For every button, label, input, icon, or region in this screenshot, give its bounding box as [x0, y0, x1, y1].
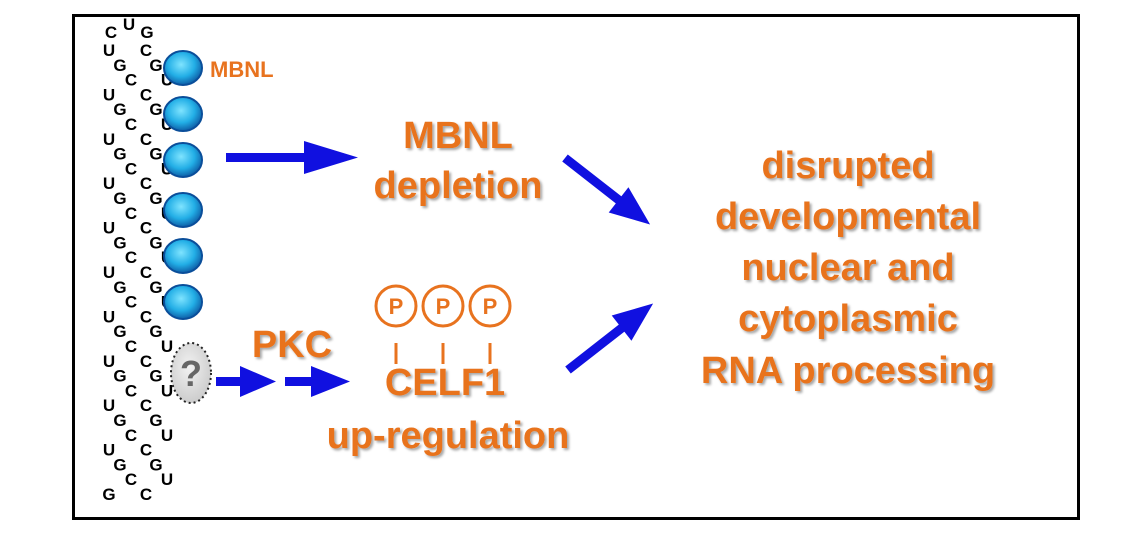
hairpin-left-nucleotide: G	[113, 455, 126, 474]
hairpin-right-nucleotide: G	[149, 189, 162, 208]
hairpin-right-nucleotide: C	[140, 263, 152, 282]
phosphate-3: P	[468, 284, 512, 364]
hairpin-left-nucleotide: C	[125, 204, 137, 223]
hairpin-right-nucleotide: C	[140, 174, 152, 193]
hairpin-left-nucleotide: G	[113, 278, 126, 297]
hairpin-right-nucleotide: U	[161, 426, 173, 445]
mbnl-beads	[163, 50, 203, 320]
mbnl-bead-4	[163, 192, 203, 228]
mbnl-label: MBNL	[210, 57, 274, 82]
hairpin-left-nucleotide: G	[113, 233, 126, 252]
hairpin-left-nucleotide: G	[113, 56, 126, 75]
figure-frame	[72, 14, 1080, 520]
hairpin-right-nucleotide: C	[140, 41, 152, 60]
hairpin-left-nucleotide: C	[125, 293, 137, 312]
celf1-upregulation-label: up-regulation	[327, 415, 570, 457]
hairpin-right-nucleotide: C	[140, 485, 152, 504]
hairpin-left-nucleotide: U	[103, 85, 115, 104]
celf1-label: CELF1	[385, 362, 505, 404]
hairpin-left-nucleotide: U	[103, 41, 115, 60]
arrow-to-mbnl-depletion	[226, 141, 358, 174]
hairpin-right-nucleotide: G	[149, 322, 162, 341]
hairpin-right-nucleotide: C	[140, 441, 152, 460]
outcome-line-4: cytoplasmic	[738, 298, 958, 340]
hairpin-right-nucleotide: G	[149, 411, 162, 430]
hairpin-left-nucleotide: U	[103, 174, 115, 193]
hairpin-left-nucleotide: U	[103, 441, 115, 460]
phosphate-label-3: P	[483, 294, 498, 319]
hairpin-right-nucleotide: U	[161, 470, 173, 489]
phosphate-label-2: P	[436, 294, 451, 319]
mbnl-bead-3	[163, 142, 203, 178]
outcome-line-3: nuclear and	[741, 247, 954, 289]
unknown-factor-label: ?	[180, 353, 202, 394]
phosphate-2: P	[421, 284, 465, 364]
outcome-line-5: RNA processing	[701, 350, 995, 392]
pkc-label: PKC	[252, 324, 332, 366]
arrow-pkc-to-celf1	[285, 366, 350, 397]
hairpin-right-nucleotide: C	[140, 85, 152, 104]
mbnl-depletion-line2: depletion	[374, 165, 543, 207]
hairpin-right-nucleotide: C	[140, 352, 152, 371]
hairpin-left-nucleotide: C	[125, 381, 137, 400]
arrow-unknown-to-pkc	[216, 366, 276, 397]
phosphate-circle-icon	[468, 284, 512, 328]
hairpin-left-nucleotide: U	[103, 263, 115, 282]
hairpin-left-nucleotide: U	[103, 396, 115, 415]
arrow-celf1-to-outcome	[565, 303, 654, 374]
hairpin-loop-nucleotide: U	[123, 15, 135, 34]
unknown-factor-oval	[170, 342, 212, 404]
hairpin-right-nucleotide: G	[149, 455, 162, 474]
hairpin-left-nucleotide: G	[113, 145, 126, 164]
hairpin-right-nucleotide: G	[149, 145, 162, 164]
hairpin-loop-nucleotide: C	[105, 23, 117, 42]
hairpin-right-nucleotide: U	[161, 337, 173, 356]
mbnl-bead-2	[163, 96, 203, 132]
hairpin-right-nucleotide: C	[140, 130, 152, 149]
hairpin-left-nucleotide: G	[113, 367, 126, 386]
arrows	[216, 141, 654, 397]
cug-repeat-hairpin: CUGUGCUGCUGCUGCUGCUGCUGCUGCUGCUGCGCGUCGU…	[102, 15, 173, 504]
hairpin-left-nucleotide: C	[125, 426, 137, 445]
phosphate-label-1: P	[389, 294, 404, 319]
hairpin-left-nucleotide: G	[102, 485, 115, 504]
hairpin-right-nucleotide: G	[149, 56, 162, 75]
outcome-text: disrupted developmental nuclear and cyto…	[701, 145, 995, 392]
hairpin-right-nucleotide: U	[161, 381, 173, 400]
hairpin-left-nucleotide: C	[125, 470, 137, 489]
hairpin-right-nucleotide: C	[140, 307, 152, 326]
phosphate-circle-icon	[421, 284, 465, 328]
hairpin-left-nucleotide: G	[113, 100, 126, 119]
hairpin-right-nucleotide: G	[149, 367, 162, 386]
mbnl-bead-5	[163, 238, 203, 274]
hairpin-right-nucleotide: G	[149, 100, 162, 119]
mbnl-depletion-line1: MBNL	[403, 115, 513, 157]
hairpin-right-nucleotide: C	[140, 396, 152, 415]
outcome-line-2: developmental	[715, 196, 981, 238]
phosphate-circle-icon	[374, 284, 418, 328]
hairpin-left-nucleotide: C	[125, 248, 137, 267]
hairpin-left-nucleotide: U	[103, 352, 115, 371]
phosphate-1: P	[374, 284, 418, 364]
hairpin-left-nucleotide: U	[103, 130, 115, 149]
hairpin-left-nucleotide: G	[113, 189, 126, 208]
hairpin-left-nucleotide: U	[103, 219, 115, 238]
hairpin-left-nucleotide: U	[103, 307, 115, 326]
hairpin-left-nucleotide: C	[125, 159, 137, 178]
hairpin-right-nucleotide: G	[149, 233, 162, 252]
hairpin-loop-nucleotide: G	[140, 23, 153, 42]
hairpin-left-nucleotide: G	[113, 411, 126, 430]
hairpin-right-nucleotide: G	[149, 278, 162, 297]
mbnl-bead-6	[163, 284, 203, 320]
hairpin-right-nucleotide: C	[140, 219, 152, 238]
mbnl-bead-1	[163, 50, 203, 86]
arrow-depletion-to-outcome	[562, 154, 651, 225]
phosphate-groups: P P P	[374, 284, 512, 364]
hairpin-left-nucleotide: G	[113, 322, 126, 341]
hairpin-left-nucleotide: C	[125, 115, 137, 134]
outcome-line-1: disrupted	[761, 145, 934, 187]
hairpin-left-nucleotide: C	[125, 71, 137, 90]
hairpin-left-nucleotide: C	[125, 337, 137, 356]
